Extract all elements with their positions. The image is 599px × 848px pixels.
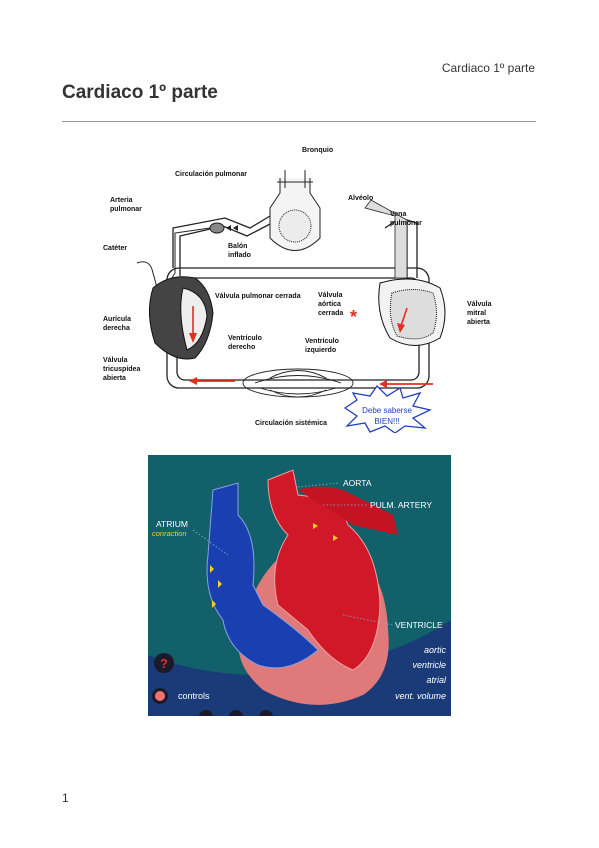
label-ventriculo-derecho-2: derecho — [228, 344, 255, 351]
label-circulacion-sistemica: Circulación sistémica — [255, 420, 327, 427]
label-valvula-mitral-3: abierta — [467, 319, 490, 326]
pulmonary-vein — [364, 199, 408, 279]
label-circulacion-pulmonar: Circulación pulmonar — [175, 171, 247, 178]
right-heart-blue — [206, 482, 319, 669]
circulation-diagram: * Bronquio Circulación pulmonar Alvéolo … — [103, 147, 492, 433]
label-cateter: Catéter — [103, 245, 127, 252]
svg-text:?: ? — [160, 656, 168, 671]
label-vena-2: pulmonar — [390, 220, 422, 227]
label-valvula-tricuspidea-2: tricuspídea — [103, 366, 140, 373]
controls-label: controls — [178, 691, 210, 701]
heart-animation: AORTA PULM. ARTERY ATRIUM conraction VEN… — [148, 455, 451, 716]
systemic-capillaries — [242, 368, 354, 398]
title-divider — [62, 121, 536, 122]
label-ventriculo-izquierdo-2: izquierdo — [305, 347, 336, 354]
label-valvula-mitral-2: mitral — [467, 310, 486, 317]
label-alveolo: Alvéolo — [348, 195, 373, 202]
label-valvula-tricuspidea-1: Válvula — [103, 357, 128, 364]
control-icon-3[interactable] — [259, 710, 273, 716]
callout-burst — [343, 384, 432, 433]
left-heart — [378, 278, 446, 346]
label-arteria-2: pulmonar — [110, 206, 142, 213]
label-auricula-2: derecha — [103, 325, 130, 332]
label-ventriculo-izquierdo-1: Ventrículo — [305, 338, 339, 345]
right-heart — [149, 276, 214, 360]
label-bronquio: Bronquio — [302, 147, 333, 154]
controls-button[interactable]: controls — [152, 688, 210, 704]
label-aorta: AORTA — [343, 478, 372, 488]
help-button[interactable]: ? — [154, 653, 174, 673]
label-ventricle: VENTRICLE — [395, 620, 443, 630]
label-pulm-artery: PULM. ARTERY — [370, 500, 432, 510]
label-valvula-aortica-2: aórtica — [318, 301, 341, 308]
running-header: Cardiaco 1º parte — [441, 61, 535, 75]
legend-aortic: aortic — [424, 645, 447, 655]
label-atrium: ATRIUM — [156, 519, 188, 529]
label-ventriculo-derecho-1: Ventrículo — [228, 335, 262, 342]
label-auricula-1: Aurícula — [103, 316, 131, 323]
label-contraction: conraction — [152, 529, 187, 538]
label-vena-1: Vena — [390, 211, 406, 218]
callout-text-2: BIEN!!! — [374, 417, 399, 426]
control-icon-2[interactable] — [229, 710, 243, 716]
label-valvula-tricuspidea-3: abierta — [103, 375, 126, 382]
label-valvula-aortica-3: cerrada — [318, 310, 343, 317]
label-valvula-pulmonar: Válvula pulmonar cerrada — [215, 293, 301, 300]
legend-ventricle: ventricle — [412, 660, 446, 670]
label-balon-2: inflado — [228, 252, 251, 259]
alveolus — [269, 170, 321, 251]
page-title: Cardiaco 1º parte — [62, 82, 218, 103]
callout-text-1: Debe saberse — [362, 406, 412, 415]
page-number: 1 — [62, 791, 69, 805]
control-icon-1[interactable] — [199, 710, 213, 716]
star-mark: * — [350, 307, 357, 327]
label-balon-1: Balón — [228, 243, 247, 250]
left-heart-red — [267, 469, 381, 671]
label-arteria-1: Arteria — [110, 197, 133, 204]
legend-vent-volume: vent. volume — [395, 691, 446, 701]
label-valvula-mitral-1: Válvula — [467, 301, 492, 308]
balloon — [209, 222, 225, 234]
legend-atrial: atrial — [426, 675, 447, 685]
label-valvula-aortica-1: Válvula — [318, 292, 343, 299]
